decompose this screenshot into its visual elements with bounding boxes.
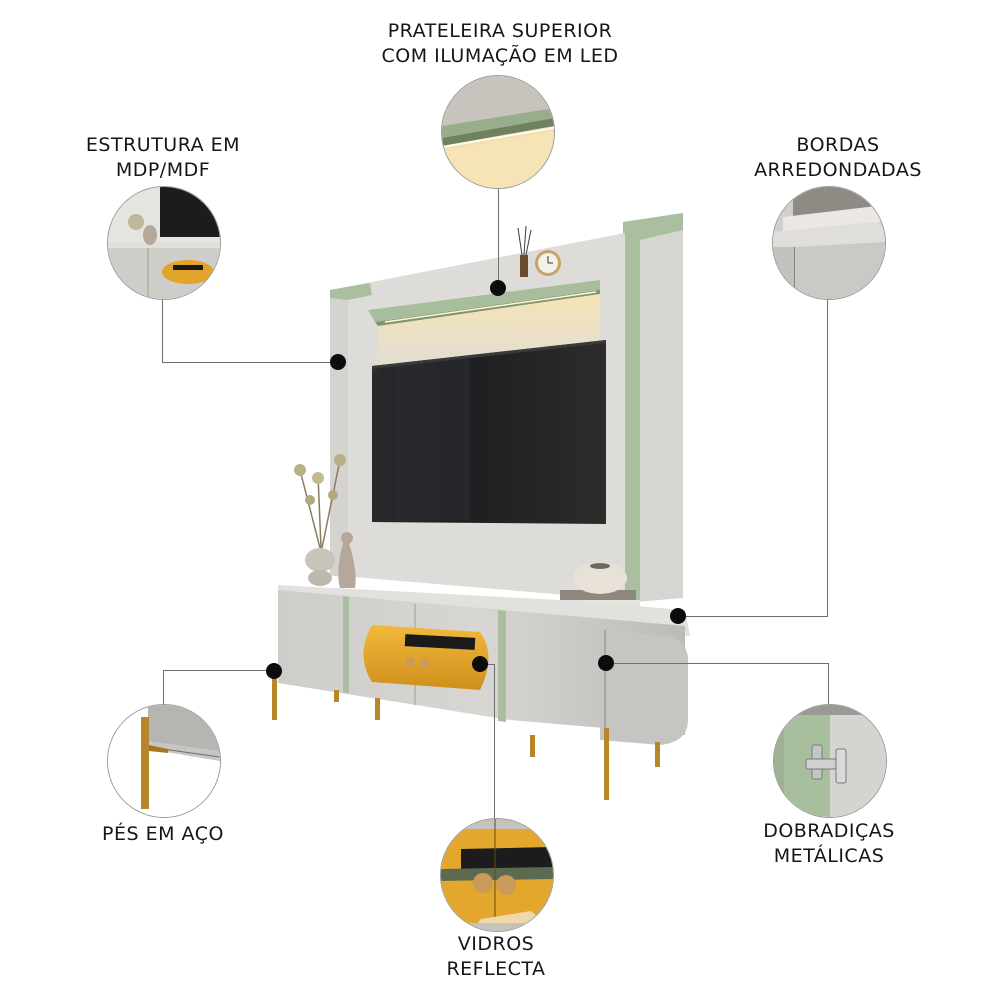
callout-line-feet-h — [163, 670, 273, 671]
callout-line-top-shelf — [498, 186, 499, 288]
hotspot-steel-feet[interactable] — [266, 663, 282, 679]
callout-line-structure-h — [162, 362, 338, 363]
detail-circle-glass — [440, 818, 554, 932]
label-top-shelf: PRATELEIRA SUPERIOR COM ILUMAÇÃO EM LED — [330, 19, 670, 69]
label-hinges-line2: METÁLICAS — [773, 845, 885, 867]
steel-feet-detail-image — [108, 705, 220, 817]
label-hinges: DOBRADIÇAS METÁLICAS — [729, 819, 929, 869]
callout-line-feet-v — [163, 670, 164, 706]
glass-detail-image — [441, 819, 553, 931]
hotspot-hinges[interactable] — [598, 655, 614, 671]
label-top-shelf-line2: COM ILUMAÇÃO EM LED — [381, 45, 619, 67]
label-glass: VIDROS REFLECTA — [396, 932, 596, 982]
label-steel-feet: PÉS EM AÇO — [63, 822, 263, 847]
hotspot-glass[interactable] — [472, 656, 488, 672]
callout-line-hinges-v — [828, 663, 829, 705]
label-structure-line2: MDP/MDF — [115, 159, 211, 181]
hotspot-rounded-edges[interactable] — [670, 608, 686, 624]
decor-plant — [294, 454, 356, 588]
rounded-edges-detail-image — [773, 187, 885, 299]
hotspot-top-shelf[interactable] — [490, 280, 506, 296]
callout-line-edges-h — [678, 616, 828, 617]
detail-circle-structure — [107, 186, 221, 300]
label-glass-line2: REFLECTA — [446, 958, 546, 980]
label-structure: ESTRUTURA EM MDP/MDF — [63, 133, 263, 183]
hotspot-structure[interactable] — [330, 354, 346, 370]
callout-line-structure-v — [162, 296, 163, 362]
label-hinges-line1: DOBRADIÇAS — [763, 820, 895, 842]
label-rounded-edges-line1: BORDAS — [796, 134, 880, 156]
label-steel-feet-line1: PÉS EM AÇO — [102, 823, 224, 845]
callout-line-hinges-h — [606, 663, 829, 664]
label-top-shelf-line1: PRATELEIRA SUPERIOR — [387, 20, 613, 42]
detail-circle-hinges — [773, 704, 887, 818]
structure-detail-image — [108, 187, 220, 299]
hinges-detail-image — [774, 705, 886, 817]
label-structure-line1: ESTRUTURA EM — [85, 134, 241, 156]
callout-line-glass — [494, 664, 495, 818]
label-rounded-edges-line2: ARREDONDADAS — [754, 159, 922, 181]
callout-line-edges-v — [827, 294, 828, 616]
detail-circle-steel-feet — [107, 704, 221, 818]
label-glass-line1: VIDROS — [457, 933, 535, 955]
label-rounded-edges: BORDAS ARREDONDADAS — [738, 133, 938, 183]
detail-circle-top-shelf — [441, 75, 555, 189]
detail-circle-rounded-edges — [772, 186, 886, 300]
led-shelf-detail-image — [442, 76, 554, 188]
